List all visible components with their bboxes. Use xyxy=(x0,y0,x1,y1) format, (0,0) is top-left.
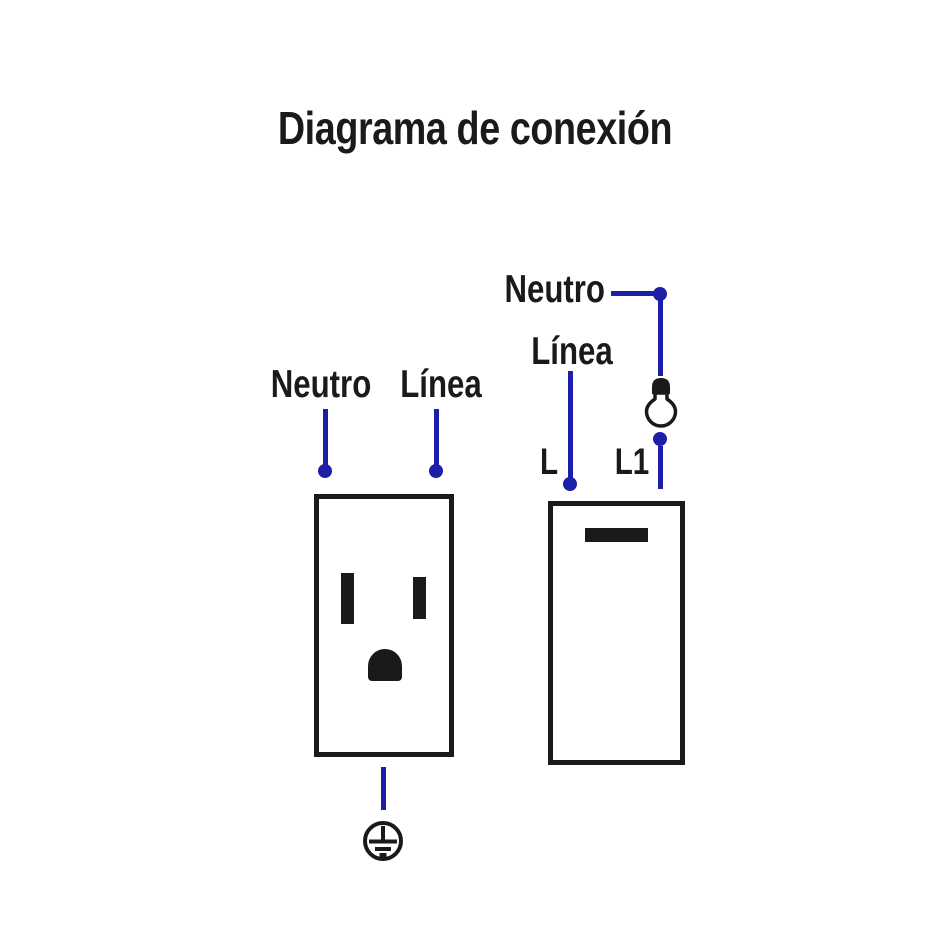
switch-body xyxy=(548,501,685,765)
outlet-ground-wire xyxy=(381,767,386,810)
switch-l1-label: L1 xyxy=(614,441,650,482)
ground-icon xyxy=(363,821,403,861)
outlet-linea-terminal-dot xyxy=(429,464,443,478)
page-title: Diagrama de conexión xyxy=(277,102,673,154)
outlet-linea-wire xyxy=(434,409,439,466)
switch-neutro-label: Neutro xyxy=(504,268,605,311)
bulb-terminal-dot xyxy=(653,432,667,446)
light-bulb-icon xyxy=(644,378,678,428)
outlet-body xyxy=(314,494,454,757)
outlet-neutral-slot xyxy=(341,573,354,624)
outlet-neutro-terminal-dot xyxy=(318,464,332,478)
switch-neutro-corner-dot xyxy=(653,287,667,301)
switch-l-label: L xyxy=(539,441,559,482)
switch-neutro-wire-horizontal xyxy=(611,291,655,296)
switch-l-wire xyxy=(568,371,573,479)
switch-linea-label: Línea xyxy=(531,330,613,373)
outlet-line-slot xyxy=(413,577,426,619)
switch-rocker xyxy=(585,528,648,542)
outlet-ground-slot xyxy=(368,649,402,681)
switch-l-terminal-dot xyxy=(563,477,577,491)
switch-l1-wire xyxy=(658,446,663,489)
outlet-linea-label: Línea xyxy=(400,363,482,406)
outlet-neutro-label: Neutro xyxy=(270,363,372,406)
outlet-neutro-wire xyxy=(323,409,328,466)
switch-neutro-wire-vertical xyxy=(658,298,663,376)
